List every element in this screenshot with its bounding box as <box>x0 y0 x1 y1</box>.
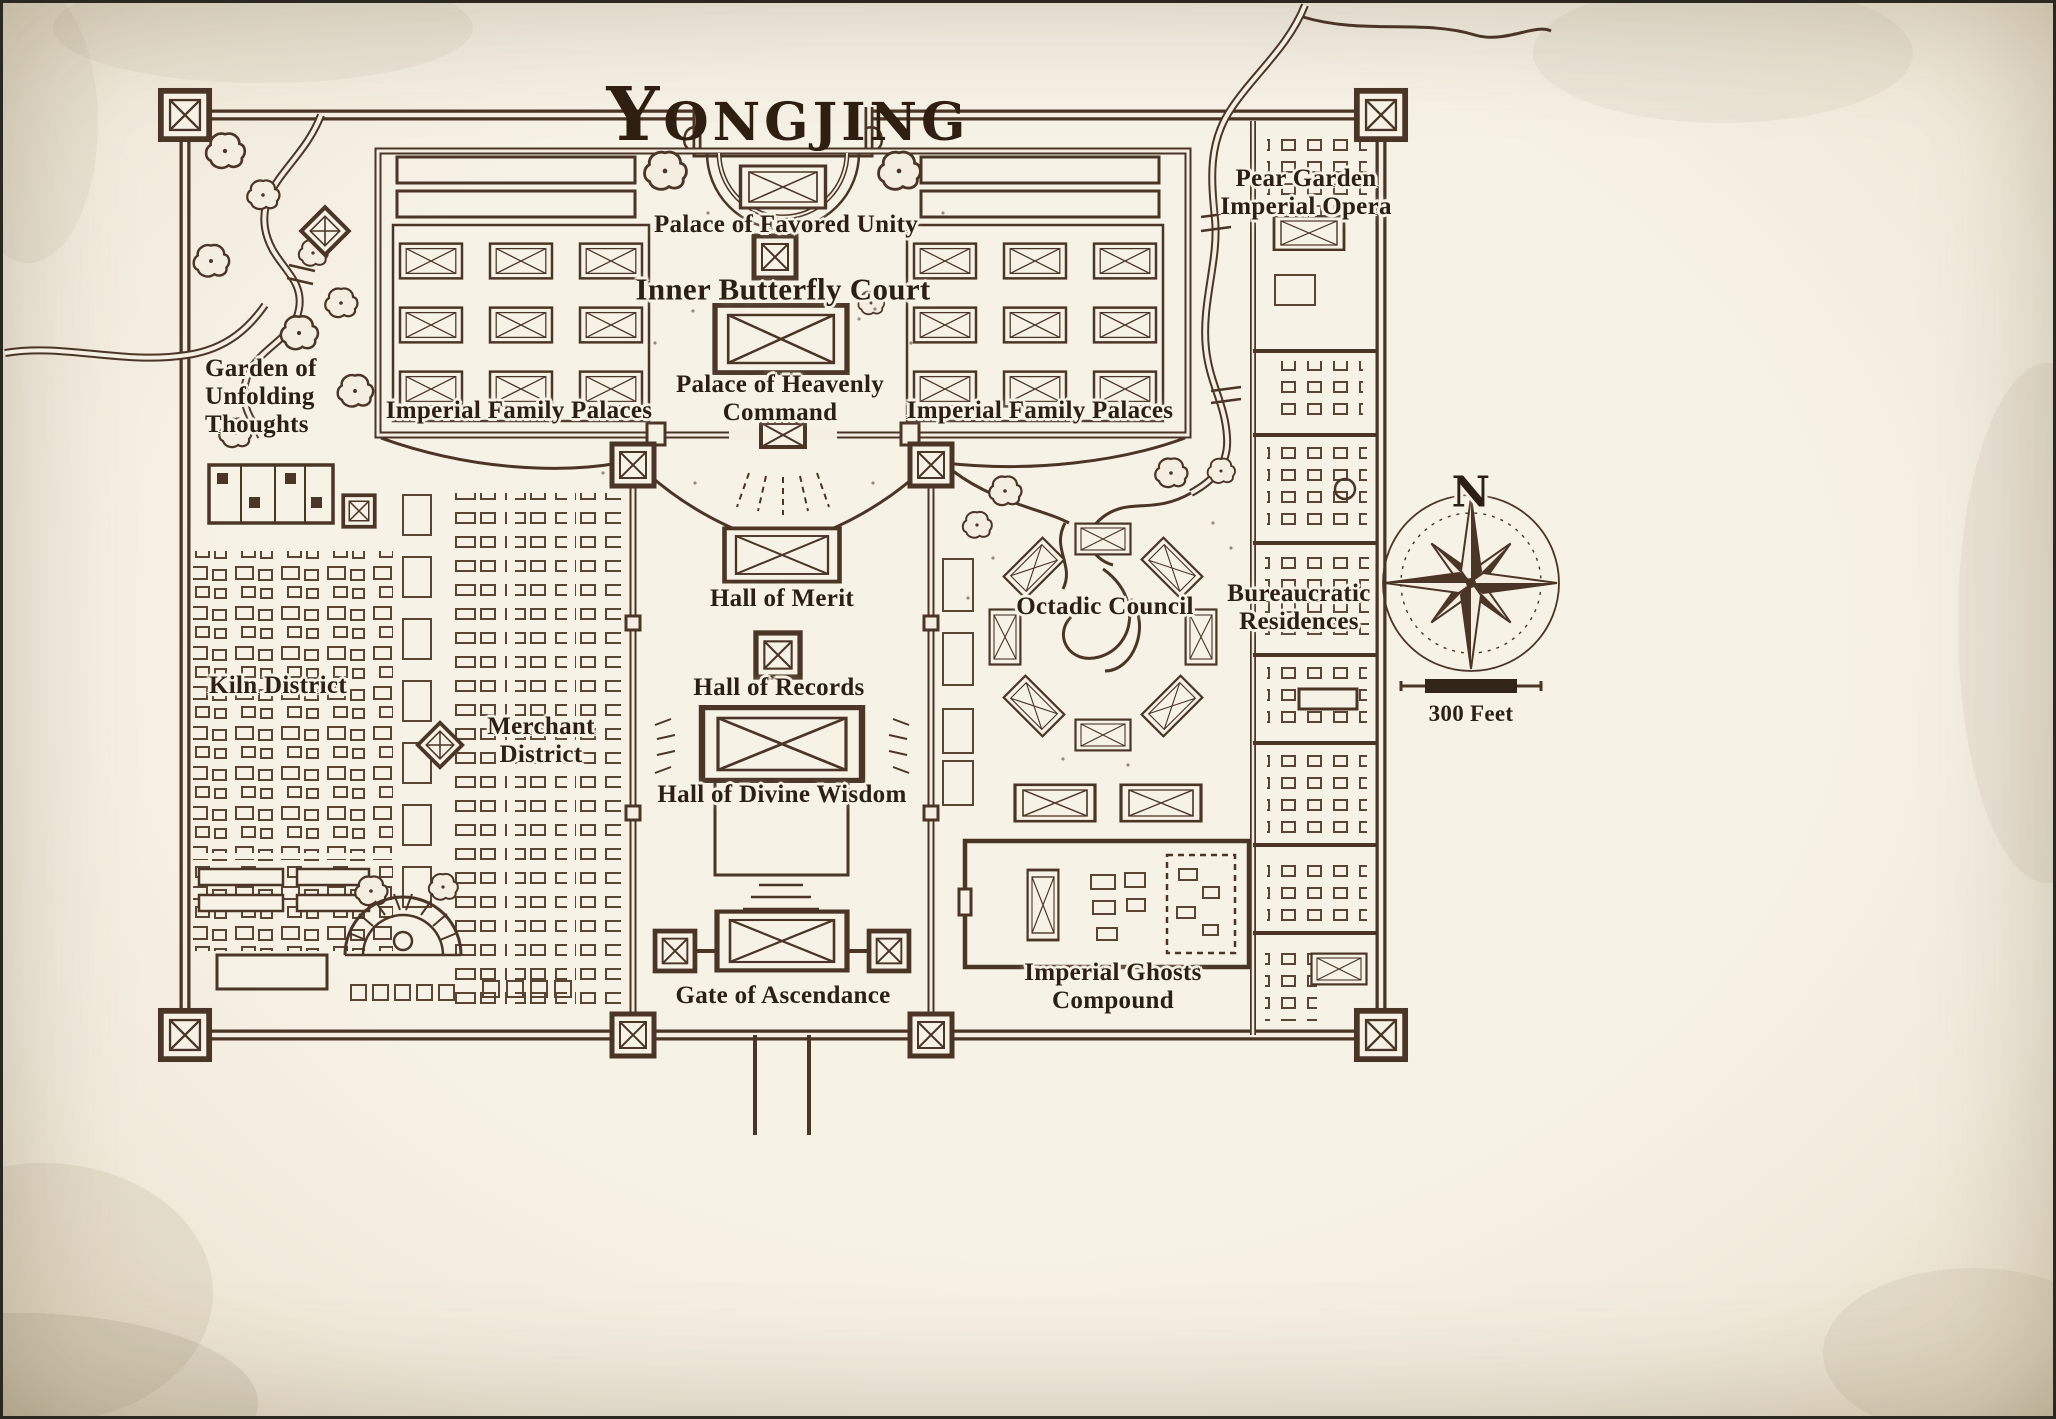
palace-complex <box>643 150 922 449</box>
pear-garden-imperial-opera <box>1267 129 1367 306</box>
city-wall <box>179 107 1387 1041</box>
label-palace-of-favored-unity: Palace of Favored Unity <box>653 211 919 238</box>
paper-stains <box>3 3 2053 1416</box>
river-west <box>4 113 325 439</box>
label-imperial-ghosts-compound: Imperial Ghosts Compound <box>1024 959 1202 1014</box>
compass-north-label: N <box>1451 467 1491 517</box>
merchant-district <box>343 493 621 1009</box>
scale-bar <box>1399 679 1543 693</box>
label-merchant-district: Merchant District <box>487 713 595 768</box>
label-kiln-district: Kiln District <box>209 672 347 699</box>
label-hall-of-records: Hall of Records <box>693 674 865 701</box>
label-bureaucratic-residences: Bureaucratic Residences <box>1227 580 1371 635</box>
label-imperial-family-palaces-left: Imperial Family Palaces <box>385 397 653 424</box>
imperial-ghosts-compound <box>957 783 1252 970</box>
central-axis <box>612 444 952 1135</box>
label-palace-of-heavenly-command: Palace of Heavenly Command <box>675 371 885 426</box>
octadic-council <box>988 522 1218 752</box>
map-title: Yongjing <box>606 71 970 158</box>
scale-bar-label: 300 Feet <box>1428 701 1514 727</box>
compass-rose-icon <box>1382 494 1560 672</box>
label-inner-butterfly-court: Inner Butterfly Court <box>635 271 931 307</box>
stipple-dots <box>601 211 1233 767</box>
label-imperial-family-palaces-right: Imperial Family Palaces <box>906 397 1174 424</box>
map-drawing <box>3 3 2053 1416</box>
label-octadic-council: Octadic Council <box>1016 593 1194 620</box>
label-garden-of-unfolding-thoughts: Garden of Unfolding Thoughts <box>205 355 317 438</box>
bureaucratic-residences <box>1265 361 1369 1021</box>
label-hall-of-merit: Hall of Merit <box>709 585 855 612</box>
amphitheatre <box>343 893 463 957</box>
imperial-family-palaces-right <box>905 155 1165 423</box>
imperial-family-palaces-left <box>391 155 651 423</box>
label-pear-garden-imperial-opera: Pear Garden Imperial Opera <box>1220 165 1392 220</box>
kiln-district <box>193 551 455 1001</box>
garden-of-unfolding-thoughts <box>192 132 377 529</box>
label-hall-of-divine-wisdom: Hall of Divine Wisdom <box>657 781 907 808</box>
label-gate-of-ascendance: Gate of Ascendance <box>675 982 891 1009</box>
east-wallside-buildings <box>942 457 1236 806</box>
